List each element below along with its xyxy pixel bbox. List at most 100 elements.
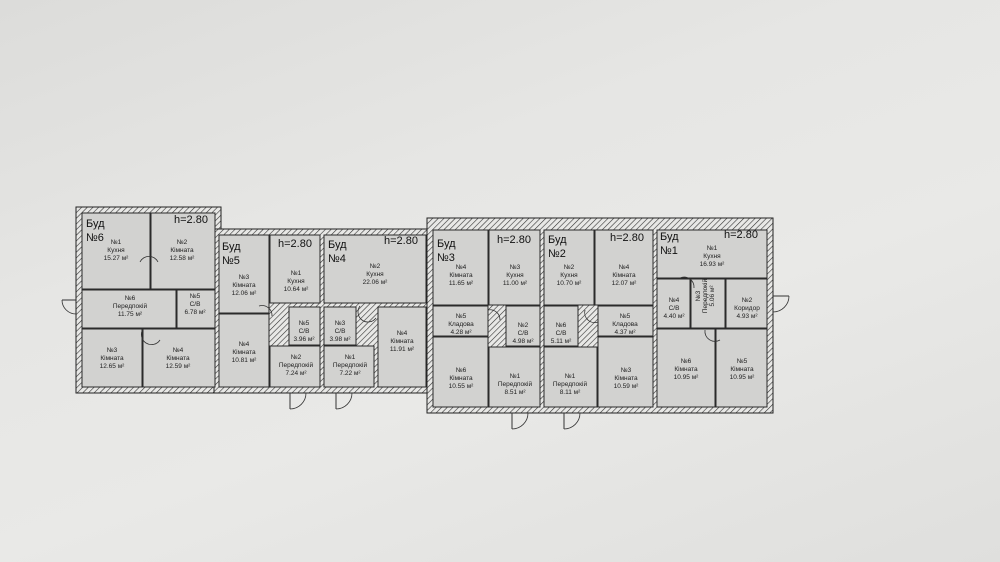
- room-type-label: Кладова: [448, 321, 474, 328]
- room-num-label: №3: [239, 274, 250, 281]
- room-area-label: 6.78 м²: [184, 309, 206, 316]
- room: [597, 336, 654, 408]
- room-num-label: №4: [669, 297, 680, 304]
- room-area-label: 4.28 м²: [450, 329, 472, 336]
- room: [81, 328, 143, 388]
- room: [488, 229, 541, 306]
- room-num-label: №5: [299, 320, 310, 327]
- room-area-label: 11.65 м²: [449, 280, 474, 287]
- room-type-label: С/В: [556, 330, 567, 337]
- room-area-label: 10.81 м²: [232, 357, 258, 364]
- room-type-label: Коридор: [734, 305, 760, 312]
- building-label: №1: [660, 245, 678, 257]
- height-label: h=2.80: [384, 235, 418, 247]
- room: [150, 212, 216, 290]
- room-type-label: С/В: [299, 328, 310, 335]
- building-label: №3: [437, 252, 455, 264]
- room: [269, 234, 321, 304]
- height-label: h=2.80: [610, 232, 644, 244]
- building-4: [323, 234, 427, 388]
- room-type-label: Кімната: [390, 337, 414, 345]
- building-label: Буд: [548, 234, 567, 246]
- room: [725, 278, 768, 329]
- room-type-label: Передпокій: [113, 302, 148, 310]
- room-area-label: 3.96 м²: [293, 336, 315, 343]
- room-num-label: №3: [107, 347, 118, 354]
- room-type-label: Кухня: [107, 247, 125, 254]
- building-label: №6: [86, 232, 104, 244]
- room: [656, 278, 691, 329]
- room-type-label: Кухня: [560, 272, 578, 279]
- room: [656, 229, 768, 279]
- room-type-label: Кімната: [614, 374, 638, 382]
- room-num-label: №6: [681, 358, 692, 365]
- room: [218, 313, 270, 388]
- building-label: Буд: [660, 231, 679, 243]
- room-area-label: 10.59 м²: [614, 383, 640, 390]
- room-area-label: 12.06 м²: [232, 290, 258, 297]
- building-3: [432, 229, 541, 408]
- room-num-label: №2: [177, 239, 188, 246]
- room-type-label: Кімната: [100, 354, 124, 362]
- building-1: [656, 229, 768, 408]
- room-type-label: Передпокій: [333, 361, 368, 369]
- room-num-label: №5: [737, 358, 748, 365]
- room-area-label: 7.22 м²: [339, 370, 361, 377]
- room-type-label: Кімната: [166, 354, 190, 362]
- room-area-label: 10.70 м²: [557, 280, 583, 287]
- room-type-label: Передпокій: [279, 361, 314, 369]
- room-type-label: С/В: [190, 301, 201, 308]
- room-num-label: №4: [239, 341, 250, 348]
- room-num-label: №1: [565, 373, 576, 380]
- building-5: [218, 234, 321, 388]
- height-label: h=2.80: [278, 238, 312, 250]
- building-6: [81, 212, 216, 388]
- room-area-label: 5.11 м²: [551, 338, 572, 345]
- room: [81, 212, 151, 290]
- room-type-label: Кухня: [703, 253, 721, 260]
- building-label: Буд: [86, 218, 105, 230]
- building-label: №5: [222, 255, 240, 267]
- room: [218, 234, 270, 314]
- room-type-label: С/В: [518, 330, 529, 337]
- room: [323, 234, 427, 304]
- room-num-label: №5: [620, 313, 631, 320]
- height-label: h=2.80: [174, 214, 208, 226]
- room-type-label: Передпокій: [498, 380, 533, 388]
- room: [715, 328, 768, 408]
- room-num-label: №3: [695, 290, 702, 301]
- room-num-label: №6: [125, 295, 136, 302]
- room-num-label: №4: [456, 264, 467, 271]
- room-area-label: 8.51 м²: [504, 389, 526, 396]
- room-num-label: №1: [291, 270, 302, 277]
- room-area-label: 10.55 м²: [449, 383, 475, 390]
- room: [543, 346, 598, 408]
- room-type-label: Кімната: [612, 271, 636, 279]
- room-num-label: №3: [621, 367, 632, 374]
- room-area-label: 15.27 м²: [104, 255, 130, 262]
- room-area-label: 12.58 м²: [170, 255, 196, 262]
- room-num-label: №3: [510, 264, 521, 271]
- room-type-label: Кухня: [506, 272, 524, 279]
- room-num-label: №2: [370, 263, 381, 270]
- building-label: Буд: [328, 239, 347, 251]
- room: [323, 306, 357, 346]
- room-area-label: 8.11 м²: [560, 389, 581, 396]
- room: [269, 345, 321, 388]
- room-num-label: №2: [518, 322, 529, 329]
- room-type-label: Кімната: [170, 246, 194, 254]
- room: [142, 328, 216, 388]
- room-area-label: 7.24 м²: [285, 370, 307, 377]
- room: [81, 289, 177, 329]
- building-labels: Буд №6 h=2.80 Буд №5 h=2.80 Буд №4 h=2.8…: [86, 214, 758, 267]
- building-label: №4: [328, 253, 346, 265]
- room-num-label: №6: [556, 322, 567, 329]
- room-area-label: 4.98 м²: [512, 338, 534, 345]
- room-type-label: Кімната: [730, 365, 754, 373]
- room-num-label: №2: [291, 354, 302, 361]
- room: [432, 229, 489, 306]
- building-label: Буд: [437, 238, 456, 250]
- building-label: Буд: [222, 241, 241, 253]
